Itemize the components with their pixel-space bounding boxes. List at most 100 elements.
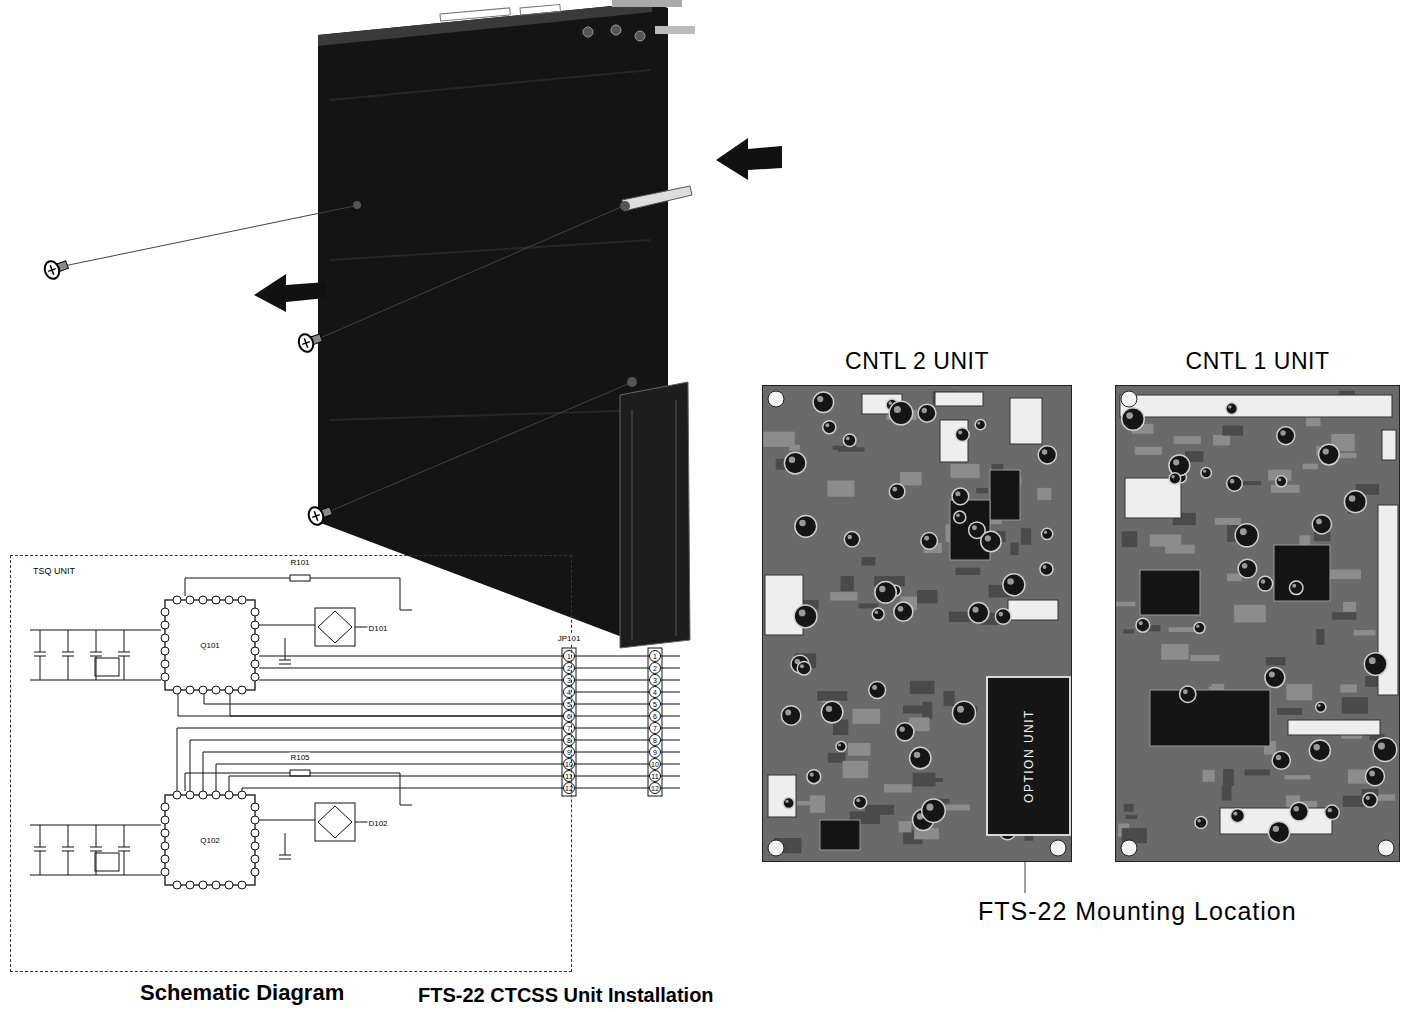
illustration-part	[161, 660, 169, 668]
illustration-part	[1309, 740, 1330, 761]
illustration-part	[1173, 459, 1179, 465]
illustration-part	[879, 586, 885, 592]
illustration-part	[64, 206, 354, 266]
illustration-part	[661, 668, 681, 669]
illustration-part	[1150, 690, 1270, 746]
illustration-part	[564, 687, 575, 698]
illustration-part	[1273, 826, 1279, 832]
illustration-part	[1286, 684, 1312, 700]
illustration-part	[813, 392, 834, 413]
illustration-part	[161, 673, 169, 681]
illustration-part	[583, 27, 593, 37]
illustration-part	[318, 2, 652, 46]
illustration-part	[1043, 565, 1047, 569]
illustration-part	[846, 436, 850, 440]
illustration-part	[186, 881, 194, 889]
illustration-part	[1233, 811, 1237, 815]
illustration-part	[661, 716, 681, 717]
illustration-part	[799, 609, 806, 616]
illustration-part	[956, 513, 960, 517]
illustration-part	[875, 611, 879, 615]
board-photos	[762, 385, 1400, 862]
pin-number: 2	[567, 665, 571, 672]
illustration-part	[1038, 446, 1056, 464]
illustration-part	[1010, 398, 1042, 444]
pin-number: 6	[653, 713, 657, 720]
illustration-part	[173, 596, 181, 604]
illustration-part	[1120, 395, 1392, 417]
illustration-part	[650, 675, 661, 686]
illustration-part	[844, 532, 859, 547]
illustration-part	[251, 803, 259, 811]
illustration-part	[315, 803, 355, 841]
illustration-part	[1230, 479, 1235, 484]
illustration-part	[995, 609, 1011, 625]
pin-number: 3	[567, 677, 571, 684]
illustration-part	[304, 338, 307, 347]
illustration-part	[826, 706, 832, 712]
illustration-part	[838, 447, 864, 451]
illustration-part	[1245, 770, 1270, 776]
illustration-part	[251, 842, 259, 850]
illustration-part	[650, 783, 661, 794]
illustration-part	[251, 621, 259, 629]
illustration-part	[1293, 806, 1299, 812]
illustration-part	[118, 825, 130, 875]
illustration-part	[1274, 545, 1330, 601]
illustration-part	[1261, 579, 1265, 583]
pin-number: 11	[651, 773, 658, 780]
illustration-part	[1226, 403, 1238, 415]
illustration-part	[838, 743, 841, 746]
pin-number: 3	[653, 677, 657, 684]
illustration-part	[976, 488, 988, 493]
illustration-part	[1180, 686, 1196, 702]
pin-number: 9	[653, 749, 657, 756]
illustration-part	[161, 803, 169, 811]
illustration-part	[762, 385, 1072, 862]
illustration-part	[924, 536, 929, 541]
illustration-part	[661, 788, 681, 789]
illustration-part	[1008, 600, 1058, 620]
illustration-part	[254, 274, 326, 312]
illustration-part	[784, 452, 806, 474]
illustration-part	[118, 630, 130, 680]
illustration-part	[1365, 767, 1384, 786]
illustration-part	[318, 611, 352, 643]
illustration-part	[1040, 562, 1053, 575]
illustration-part	[259, 656, 564, 657]
illustration-part	[661, 764, 681, 765]
illustration-part	[229, 776, 564, 791]
illustration-part	[926, 804, 933, 811]
illustration-part	[762, 385, 1072, 862]
illustration-part	[1194, 622, 1205, 633]
illustration-part	[998, 612, 1003, 617]
illustration-part	[620, 201, 630, 211]
illustration-part	[650, 663, 661, 674]
illustration-part	[620, 382, 690, 648]
pin-number: 4	[567, 689, 571, 696]
illustration-part	[1165, 545, 1195, 554]
illustration-part	[650, 711, 661, 722]
pin-number: 8	[653, 737, 657, 744]
illustration-part	[185, 578, 412, 610]
illustration-part	[888, 401, 892, 405]
illustration-part	[1328, 808, 1332, 812]
illustration-part	[1343, 602, 1356, 612]
illustration-part	[1316, 702, 1326, 712]
callout-label: FTS-22 Mounting Location	[978, 897, 1297, 926]
illustration-part	[238, 881, 246, 889]
illustration-part	[204, 694, 564, 704]
illustration-part	[650, 759, 661, 770]
illustration-part	[1227, 574, 1242, 582]
illustration-part	[1230, 809, 1244, 823]
illustration-part	[42, 256, 70, 281]
pin-number: 8	[567, 737, 571, 744]
illustration-part	[794, 605, 817, 628]
illustration-part	[799, 520, 806, 527]
illustration-part	[1140, 570, 1200, 615]
illustration-part	[1122, 408, 1145, 431]
illustration-part	[889, 401, 912, 424]
illustration-part	[199, 881, 207, 889]
illustration-part	[921, 533, 938, 550]
illustration-part	[1136, 618, 1150, 632]
